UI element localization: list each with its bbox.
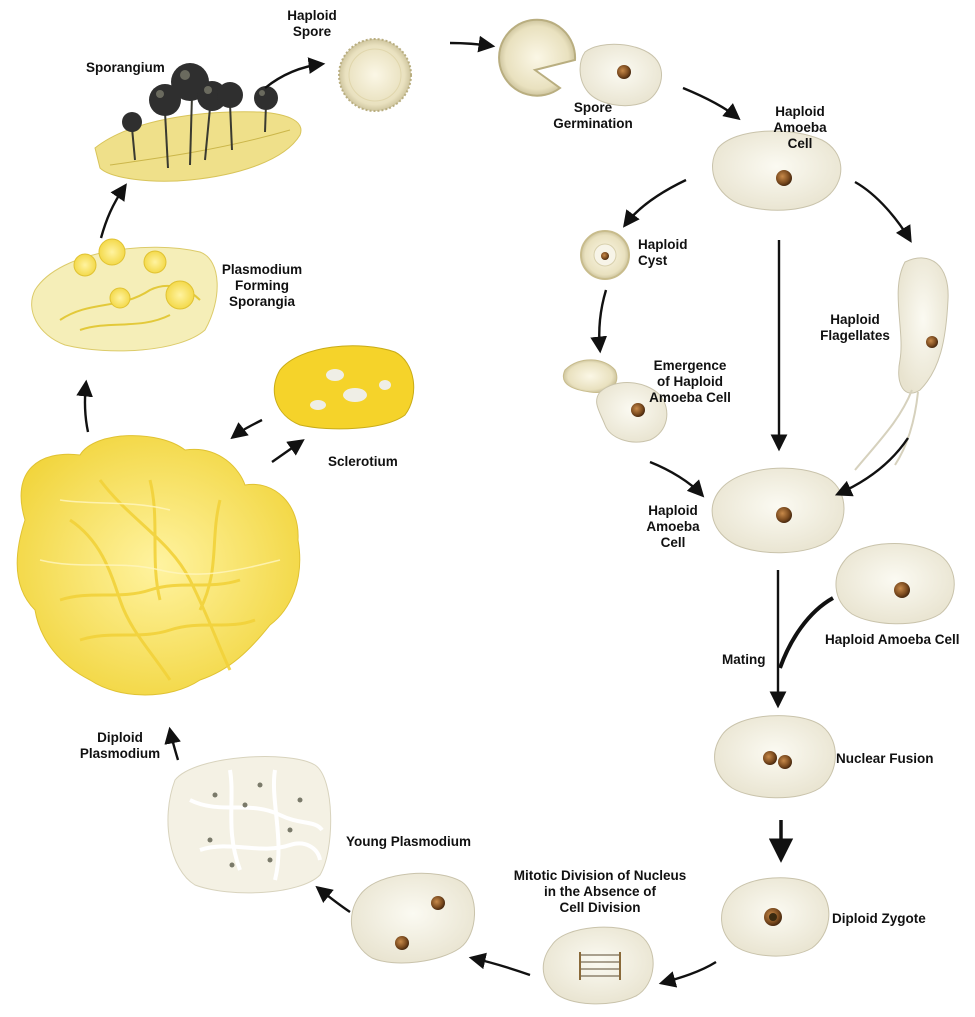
arrow-forming-to-sporangium: [101, 186, 125, 238]
young-plasmodium-illustration: [351, 873, 474, 963]
mitotic-division-illustration: [543, 927, 653, 1004]
haploid-spore-illustration: [339, 39, 411, 111]
spore-germination-illustration: [499, 20, 661, 106]
diploid-plasmodium-illustration: [17, 436, 300, 695]
label-spore-germination: SporeGermination: [548, 100, 638, 132]
sclerotium-illustration: [274, 346, 413, 429]
arrow-amoeba-to-cyst: [625, 180, 686, 225]
label-haploid-amoeba-cell-top: HaploidAmoebaCell: [760, 104, 840, 152]
label-sclerotium: Sclerotium: [328, 454, 398, 470]
label-haploid-amoeba-cell-right: Haploid Amoeba Cell: [825, 632, 960, 648]
label-plasmodium-forming-sporangia: PlasmodiumFormingSporangia: [212, 262, 312, 310]
arrow-sclerotium-to-plasmodium: [233, 420, 262, 437]
label-haploid-spore: HaploidSpore: [272, 8, 352, 40]
arrow-plasmodium-to-sclerotium: [272, 441, 302, 462]
haploid-amoeba-cell-mid-illustration: [712, 468, 844, 553]
label-haploid-cyst: HaploidCyst: [638, 237, 688, 269]
arrow-spore-to-germination: [450, 43, 492, 46]
diploid-zygote-illustration: [722, 878, 829, 956]
label-haploid-amoeba-cell-mid: HaploidAmoebaCell: [633, 503, 713, 551]
label-emergence: Emergenceof HaploidAmoeba Cell: [620, 358, 760, 406]
sporangium-illustration: [95, 63, 301, 181]
arrow-emergence-to-amoeba: [650, 462, 702, 495]
label-diploid-zygote: Diploid Zygote: [832, 911, 926, 927]
arrow-sporangium-to-spore: [265, 64, 322, 88]
label-young-plasmodium: Young Plasmodium: [346, 834, 471, 850]
arrow-diploid-to-forming: [85, 383, 88, 432]
arrow-amoeba-to-flagellates: [855, 182, 910, 240]
label-mating: Mating: [722, 652, 766, 668]
label-nuclear-fusion: Nuclear Fusion: [836, 751, 934, 767]
arrow-young-to-network: [318, 888, 350, 912]
arrow-flagellates-to-amoeba: [838, 438, 908, 494]
haploid-flagellates-illustration: [855, 258, 948, 470]
arrow-network-to-diploid: [170, 730, 178, 760]
haploid-cyst-illustration: [581, 231, 629, 279]
plasmodium-forming-sporangia-illustration: [32, 239, 218, 351]
label-diploid-plasmodium: DiploidPlasmodium: [70, 730, 170, 762]
diploid-plasmodium-network-illustration: [168, 757, 331, 893]
haploid-amoeba-cell-right-illustration: [836, 544, 954, 624]
label-haploid-flagellates: HaploidFlagellates: [800, 312, 910, 344]
arrow-cyst-to-emergence: [599, 290, 606, 350]
nuclear-fusion-illustration: [715, 716, 836, 798]
label-sporangium: Sporangium: [86, 60, 165, 76]
arrow-zygote-to-mitotic: [662, 962, 716, 983]
arrow-mitotic-to-young: [472, 958, 530, 975]
arrow-germination-to-amoeba: [683, 88, 738, 118]
label-mitotic-division: Mitotic Division of Nucleusin the Absenc…: [500, 868, 700, 916]
